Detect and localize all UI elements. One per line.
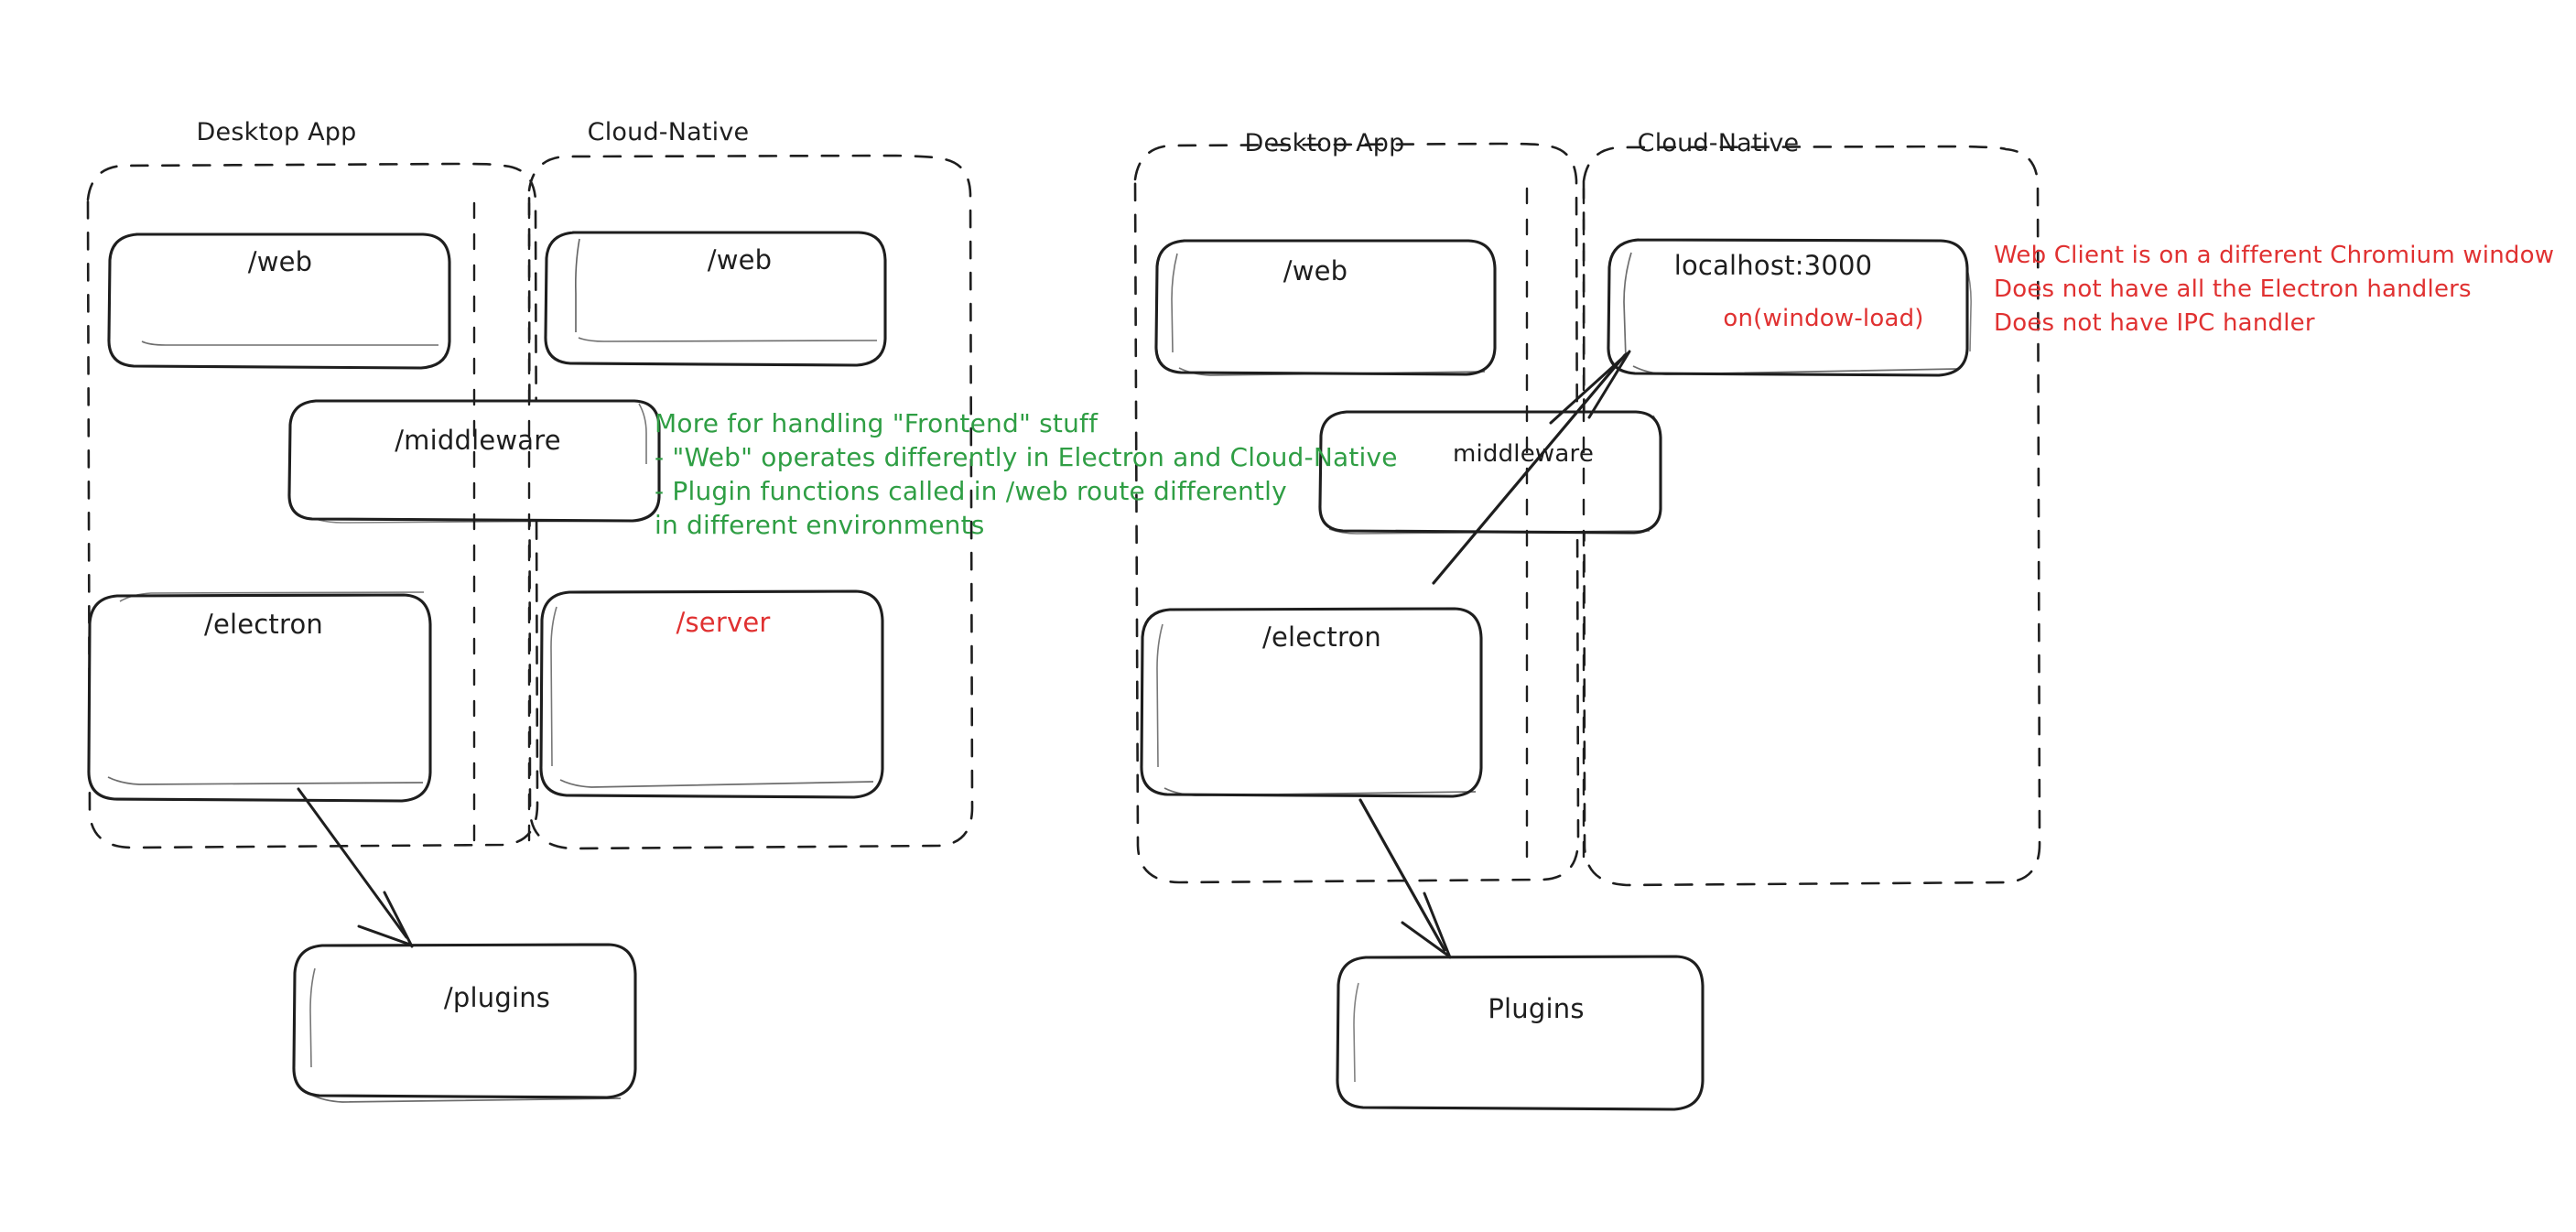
- group-left-cloud-native: [527, 154, 974, 850]
- hit-right-desktop-web[interactable]: [1155, 239, 1474, 349]
- hit-left-electron[interactable]: [88, 594, 432, 779]
- hit-left-cloud-web[interactable]: [545, 231, 863, 339]
- box-right-middleware[interactable]: [1318, 410, 1662, 535]
- arrow-right-electron-to-plugins: [1358, 798, 1452, 959]
- box-right-electron[interactable]: [1140, 607, 1483, 798]
- arrow-left-electron-to-plugins: [297, 787, 414, 948]
- arrow-right-electron-to-localhost: [1432, 350, 1631, 585]
- hit-right-localhost[interactable]: [1607, 238, 1966, 350]
- box-left-electron[interactable]: [87, 591, 432, 803]
- box-left-desktop-web[interactable]: [107, 232, 451, 370]
- group-right-cloud-native: [1582, 145, 2041, 887]
- box-left-plugins[interactable]: [292, 943, 637, 1103]
- hit-left-desktop-web[interactable]: [108, 232, 428, 342]
- hit-right-middleware[interactable]: [1320, 410, 1661, 535]
- hit-left-plugins[interactable]: [293, 944, 639, 1097]
- box-right-localhost[interactable]: [1607, 238, 1972, 377]
- hit-right-plugins[interactable]: [1337, 956, 1705, 1109]
- hit-left-server[interactable]: [540, 590, 884, 775]
- guide-lines-right: [1525, 187, 1586, 868]
- box-left-server[interactable]: [539, 589, 884, 799]
- box-right-plugins[interactable]: [1336, 955, 1705, 1111]
- box-left-cloud-web[interactable]: [544, 231, 887, 367]
- box-right-desktop-web[interactable]: [1154, 239, 1497, 376]
- hit-left-middleware[interactable]: [289, 399, 646, 522]
- guide-lines-left: [472, 201, 531, 853]
- hit-right-electron[interactable]: [1141, 608, 1483, 776]
